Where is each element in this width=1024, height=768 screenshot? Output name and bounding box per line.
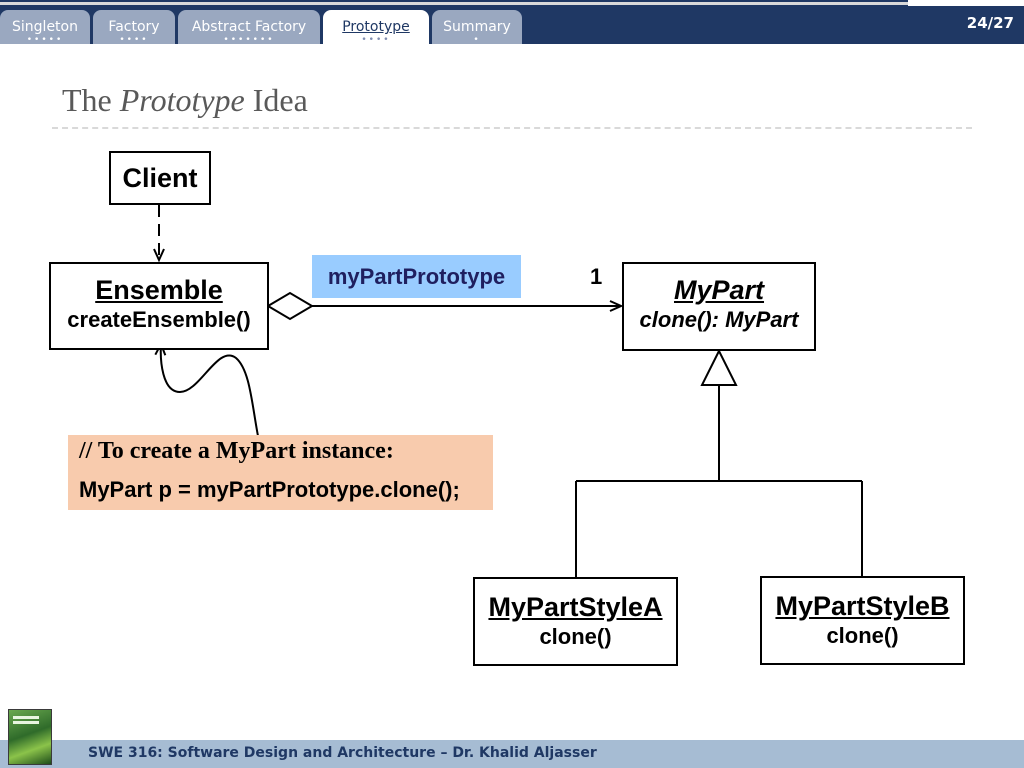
tab-label: Abstract Factory [191,19,307,35]
tab-label: Singleton [12,19,78,35]
title-emphasis: Prototype [119,82,245,118]
generalization-triangle [700,348,738,386]
class-ensemble-method: createEnsemble() [67,307,251,332]
footer-bar [0,740,1024,768]
code-note: // To create a MyPart instance: MyPart p… [68,435,493,510]
class-mypart-name: MyPart [673,275,765,305]
class-styleb-name: MyPartStyleB [775,591,950,621]
tab-singleton[interactable]: Singleton ••••• [0,10,90,45]
tab-progress-dots: ••••••• [223,35,275,45]
tab-label: Prototype [342,19,410,35]
tab-progress-dots: •••• [361,35,391,45]
title-divider [52,127,972,129]
code-note-comment: // To create a MyPart instance: [79,438,394,464]
tab-progress-dots: •••• [119,35,149,45]
class-client: Client [109,151,211,205]
class-ensemble-name: Ensemble [95,275,223,305]
association-role-label: myPartPrototype [312,255,521,298]
title-prefix: The [62,82,120,118]
slide-title: The Prototype Idea [62,82,308,119]
class-mypartstylea: MyPartStyleA clone() [473,577,678,666]
class-stylea-method: clone() [539,624,612,649]
class-styleb-method: clone() [826,623,899,648]
page-number: 24/27 [966,14,1014,32]
top-nav-bar: Singleton ••••• Factory •••• Abstract Fa… [0,0,1024,46]
aggregation-diamond [266,291,314,321]
top-nav-rule [0,2,908,5]
footer-text: SWE 316: Software Design and Architectur… [88,745,597,761]
class-mypart: MyPart clone(): MyPart [622,262,816,351]
note-pointer-curve [161,344,259,437]
class-ensemble: Ensemble createEnsemble() [49,262,269,350]
code-note-statement: MyPart p = myPartPrototype.clone(); [79,477,460,502]
tab-progress-dots: • [473,35,481,45]
top-nav-corner [908,0,1024,6]
class-mypartstyleb: MyPartStyleB clone() [760,576,965,665]
tab-summary[interactable]: Summary • [432,10,522,45]
title-suffix: Idea [244,82,308,118]
class-client-name: Client [122,163,198,193]
tab-factory[interactable]: Factory •••• [93,10,175,45]
tab-progress-dots: ••••• [26,35,64,45]
book-cover-thumbnail [8,709,52,765]
class-mypart-method: clone(): MyPart [639,307,799,332]
tab-prototype[interactable]: Prototype •••• [323,10,429,46]
association-multiplicity: 1 [590,264,603,289]
tab-abstract-factory[interactable]: Abstract Factory ••••••• [178,10,320,45]
tab-label: Factory [108,19,160,35]
tab-label: Summary [443,19,511,35]
class-stylea-name: MyPartStyleA [488,592,663,622]
